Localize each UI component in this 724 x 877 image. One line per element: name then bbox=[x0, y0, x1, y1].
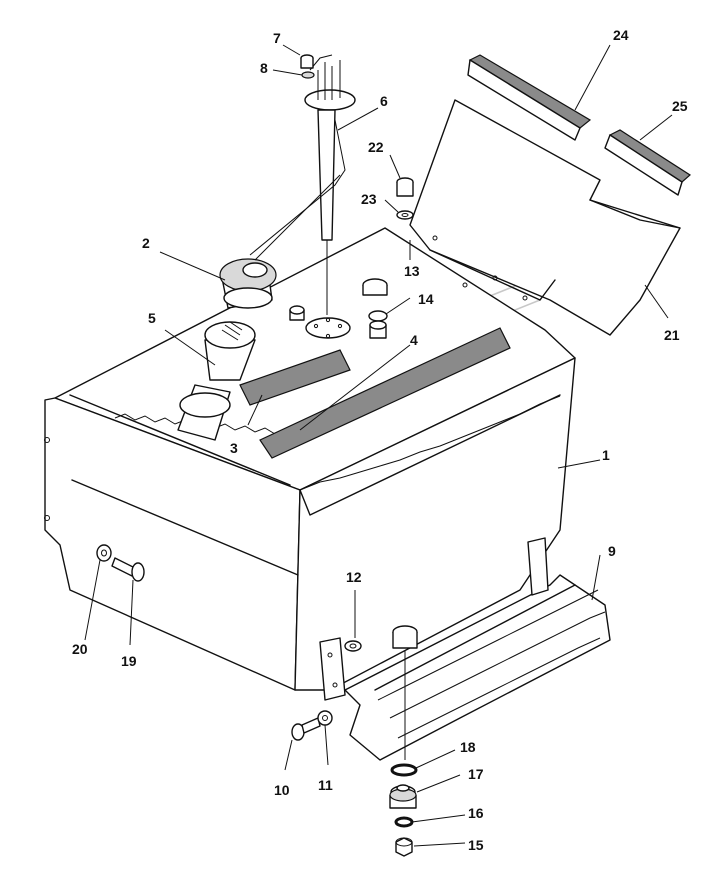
adapter-17 bbox=[389, 784, 417, 809]
sender-flange bbox=[305, 317, 351, 339]
callout-13: 13 bbox=[404, 263, 420, 279]
o-ring-16 bbox=[394, 816, 414, 828]
washer-20 bbox=[96, 544, 112, 562]
bolt-10 bbox=[291, 717, 321, 741]
washer-8 bbox=[301, 71, 315, 79]
o-ring-18 bbox=[390, 763, 418, 777]
callout-11: 11 bbox=[318, 777, 333, 793]
callout-6: 6 bbox=[380, 93, 388, 109]
step-9 bbox=[319, 537, 611, 761]
tank-plug bbox=[362, 278, 388, 339]
callout-16: 16 bbox=[468, 805, 484, 821]
bolt-22 bbox=[396, 177, 414, 197]
callout-24: 24 bbox=[613, 27, 629, 43]
rubber-strip-24 bbox=[467, 54, 592, 141]
callout-3: 3 bbox=[230, 440, 238, 456]
callout-8: 8 bbox=[260, 60, 268, 76]
callout-22: 22 bbox=[368, 139, 384, 155]
tank-boss bbox=[289, 305, 305, 321]
callout-14: 14 bbox=[418, 291, 434, 307]
filler-neck bbox=[177, 321, 256, 441]
fuel-sender-unit bbox=[249, 54, 356, 315]
drain-boss bbox=[392, 625, 418, 760]
bracket-21 bbox=[409, 99, 681, 336]
antislip-pad-4 bbox=[259, 327, 511, 459]
rubber-strip-25 bbox=[604, 129, 691, 196]
drain-plug-15 bbox=[395, 837, 413, 857]
bolt-7 bbox=[300, 54, 314, 69]
callout-2: 2 bbox=[142, 235, 150, 251]
callout-5: 5 bbox=[148, 310, 156, 326]
callout-21: 21 bbox=[664, 327, 680, 343]
callout-4: 4 bbox=[410, 332, 418, 348]
filler-cap bbox=[219, 258, 277, 309]
callout-10: 10 bbox=[274, 782, 290, 798]
leader-lines bbox=[84, 44, 673, 847]
callout-15: 15 bbox=[468, 837, 484, 853]
callout-1: 1 bbox=[602, 447, 610, 463]
bolt-19 bbox=[111, 557, 145, 582]
nut-12 bbox=[344, 640, 362, 652]
callout-9: 9 bbox=[608, 543, 616, 559]
callout-23: 23 bbox=[361, 191, 377, 207]
callout-18: 18 bbox=[460, 739, 476, 755]
callout-7: 7 bbox=[273, 30, 281, 46]
callout-labels: 1 2 3 4 5 6 7 8 9 10 11 12 13 14 15 16 1… bbox=[72, 27, 688, 853]
washer-11 bbox=[317, 710, 333, 726]
washer-23 bbox=[396, 210, 414, 220]
callout-25: 25 bbox=[672, 98, 688, 114]
callout-17: 17 bbox=[468, 766, 484, 782]
antislip-pad-3 bbox=[239, 349, 351, 406]
callout-20: 20 bbox=[72, 641, 88, 657]
callout-12: 12 bbox=[346, 569, 362, 585]
callout-19: 19 bbox=[121, 653, 137, 669]
